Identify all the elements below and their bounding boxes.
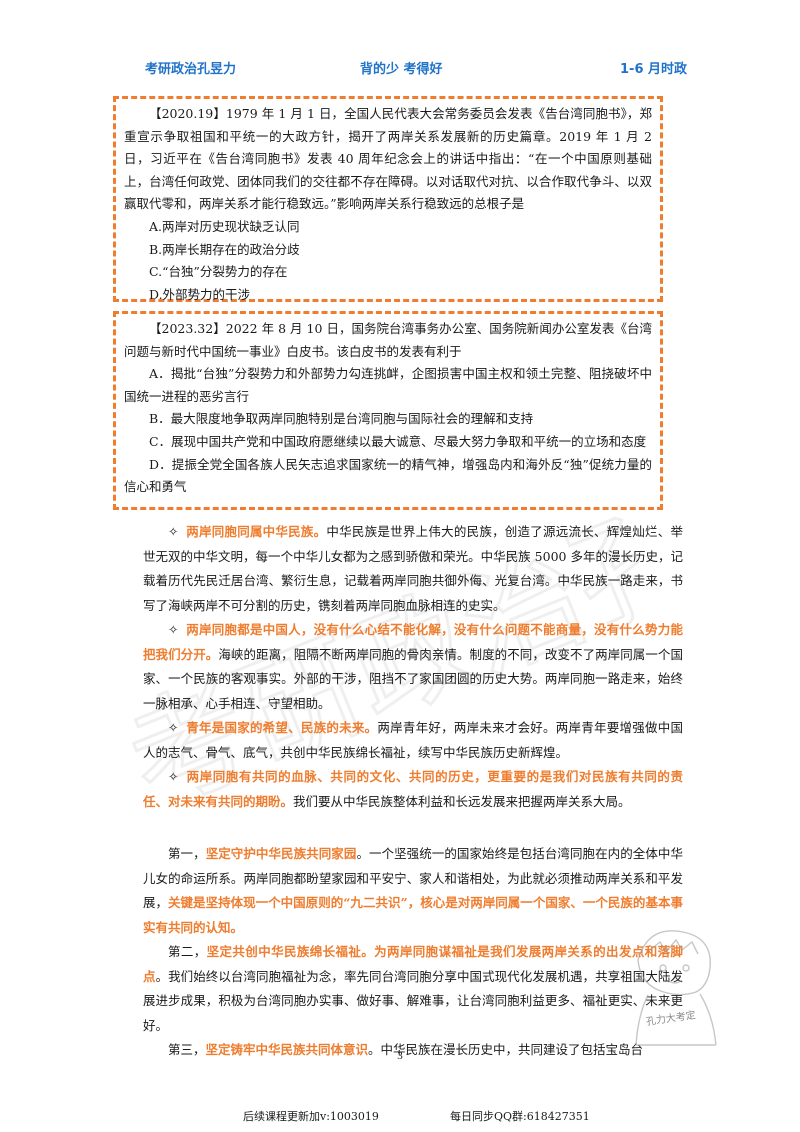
pillar-first: 第一，坚定守护中华民族共同家园。一个坚强统一的国家始终是包括台湾同胞在内的全体中… (143, 842, 683, 940)
point-item: ✧ 青年是国家的希望、民族的未来。两岸青年好，两岸未来才会好。两岸青年要增强做中国… (143, 716, 683, 765)
page-footer: 后续课程更新加v:1003019 每日同步QQ群:618427351 (0, 1108, 800, 1124)
pillar-highlight-2: 关键是坚持体现一个中国原则的“九二共识”，核心是对两岸同属一个国家、一个民族的基… (143, 895, 683, 935)
pillar-prefix: 第二， (168, 944, 207, 959)
option-d: D．提振全党全国各族人民矢志追求国家统一的精气神，增强岛内和海外反“独”促统力量… (124, 456, 652, 495)
point-text: 海峡的距离，阻隔不断两岸同胞的骨肉亲情。制度的不同，改变不了两岸同属一个国家、一… (143, 646, 683, 711)
footer-qq-group: 每日同步QQ群:618427351 (450, 1110, 590, 1123)
question-stem: 【2020.19】1979 年 1 月 1 日，全国人民代表大会常务委员会发表《… (124, 106, 652, 212)
point-highlight: 青年是国家的希望、民族的未来。 (185, 720, 378, 735)
point-highlight: 两岸同胞都是中国人，没有什么心结不能化解，没有什么问题不能商量，没有什么势力能把… (143, 622, 683, 662)
point-text: 中华民族是世界上伟大的民族，创造了源远流长、辉煌灿烂、举世无双的中华文明，每一个… (143, 524, 683, 613)
option-c: C．展现中国共产党和中国政府愿继续以最大诚意、尽最大努力争取和平统一的立场和态度 (149, 433, 647, 449)
point-highlight: 两岸同胞有共同的血脉、共同的文化、共同的历史，更重要的是我们对民族有共同的责任、… (143, 769, 683, 809)
point-text: 我们要从中华民族整体利益和长远发展来把握两岸关系大局。 (293, 793, 631, 809)
point-item: ✧ 两岸同胞同属中华民族。中华民族是世界上伟大的民族，创造了源远流长、辉煌灿烂、举… (143, 520, 683, 618)
option-b: B.两岸长期存在的政治分歧 (149, 241, 300, 257)
option-a: A.两岸对历史现状缺乏认同 (149, 218, 300, 234)
page-header: 考研政治孔昱力 背的少 考得好 1-6 月时政 (0, 58, 800, 82)
point-text: 两岸青年好，两岸未来才会好。两岸青年要增强做中国人的志气、骨气、底气，共创中华民… (143, 720, 683, 760)
question-stem: 【2023.32】2022 年 8 月 10 日，国务院台湾事务办公室、国务院新… (124, 321, 652, 359)
option-b: B．最大限度地争取两岸同胞特别是台湾同胞与国际社会的理解和支持 (149, 411, 534, 427)
footer-contact: 后续课程更新加v:1003019 (243, 1110, 379, 1123)
pillar-prefix: 第三， (168, 1042, 206, 1057)
pillar-second: 第二，坚定共创中华民族绵长福祉。为两岸同胞谋福祉是我们发展两岸关系的出发点和落脚… (143, 940, 683, 1038)
point-highlight: 两岸同胞同属中华民族。 (185, 524, 327, 539)
pillar-highlight: 坚定共创中华民族绵长福祉。为两岸同胞谋福祉是我们发展两岸关系的出发点和落脚点 (143, 944, 683, 984)
option-d: D.外部势力的干涉 (149, 286, 251, 302)
pillar-highlight: 坚定铸牢中华民族共同体意识 (205, 1042, 369, 1057)
pillar-text: 。中华民族在漫长历史中，共同建设了包括宝岛台 (368, 1042, 644, 1057)
pillar-text: 。一个坚强统一的国家始终是包括台湾同胞在内的全体中华儿女的命运所系。两岸同胞都盼… (143, 846, 683, 910)
pillar-text: 。我们始终以台湾同胞福祉为念，率先同台湾同胞分享中国式现代化发展机遇，共享祖国大… (143, 968, 683, 1033)
option-c: C.“台独”分裂势力的存在 (149, 264, 288, 280)
option-a: A．揭批“台独”分裂势力和外部势力勾连挑衅，企图损害中国主权和领土完整、阻挠破坏… (124, 366, 652, 404)
header-slogan: 背的少 考得好 (360, 62, 443, 77)
pillar-prefix: 第一， (168, 846, 206, 861)
pillar-highlight: 坚定守护中华民族共同家园 (205, 846, 357, 861)
diamond-icon: ✧ (168, 769, 179, 784)
diamond-icon: ✧ (168, 622, 179, 637)
pillar-third: 第三，坚定铸牢中华民族共同体意识。中华民族在漫长历史中，共同建设了包括宝岛台 (143, 1038, 683, 1063)
point-item: ✧两岸同胞都是中国人，没有什么心结不能化解，没有什么问题不能商量，没有什么势力能… (143, 618, 683, 716)
diamond-icon: ✧ (168, 720, 179, 735)
header-topic: 1-6 月时政 (620, 62, 688, 77)
header-author: 考研政治孔昱力 (145, 62, 237, 77)
point-item: ✧两岸同胞有共同的血脉、共同的文化、共同的历史，更重要的是我们对民族有共同的责任… (143, 765, 683, 814)
key-points: ✧ 两岸同胞同属中华民族。中华民族是世界上伟大的民族，创造了源远流长、辉煌灿烂、举… (143, 520, 683, 814)
question-box-2020-19: 【2020.19】1979 年 1 月 1 日，全国人民代表大会常务委员会发表《… (113, 96, 663, 302)
page-number: 3 (397, 1050, 403, 1062)
pillars-section: 第一，坚定守护中华民族共同家园。一个坚强统一的国家始终是包括台湾同胞在内的全体中… (143, 842, 683, 1063)
question-box-2023-32: 【2023.32】2022 年 8 月 10 日，国务院台湾事务办公室、国务院新… (113, 311, 663, 510)
diamond-icon: ✧ (168, 524, 179, 539)
